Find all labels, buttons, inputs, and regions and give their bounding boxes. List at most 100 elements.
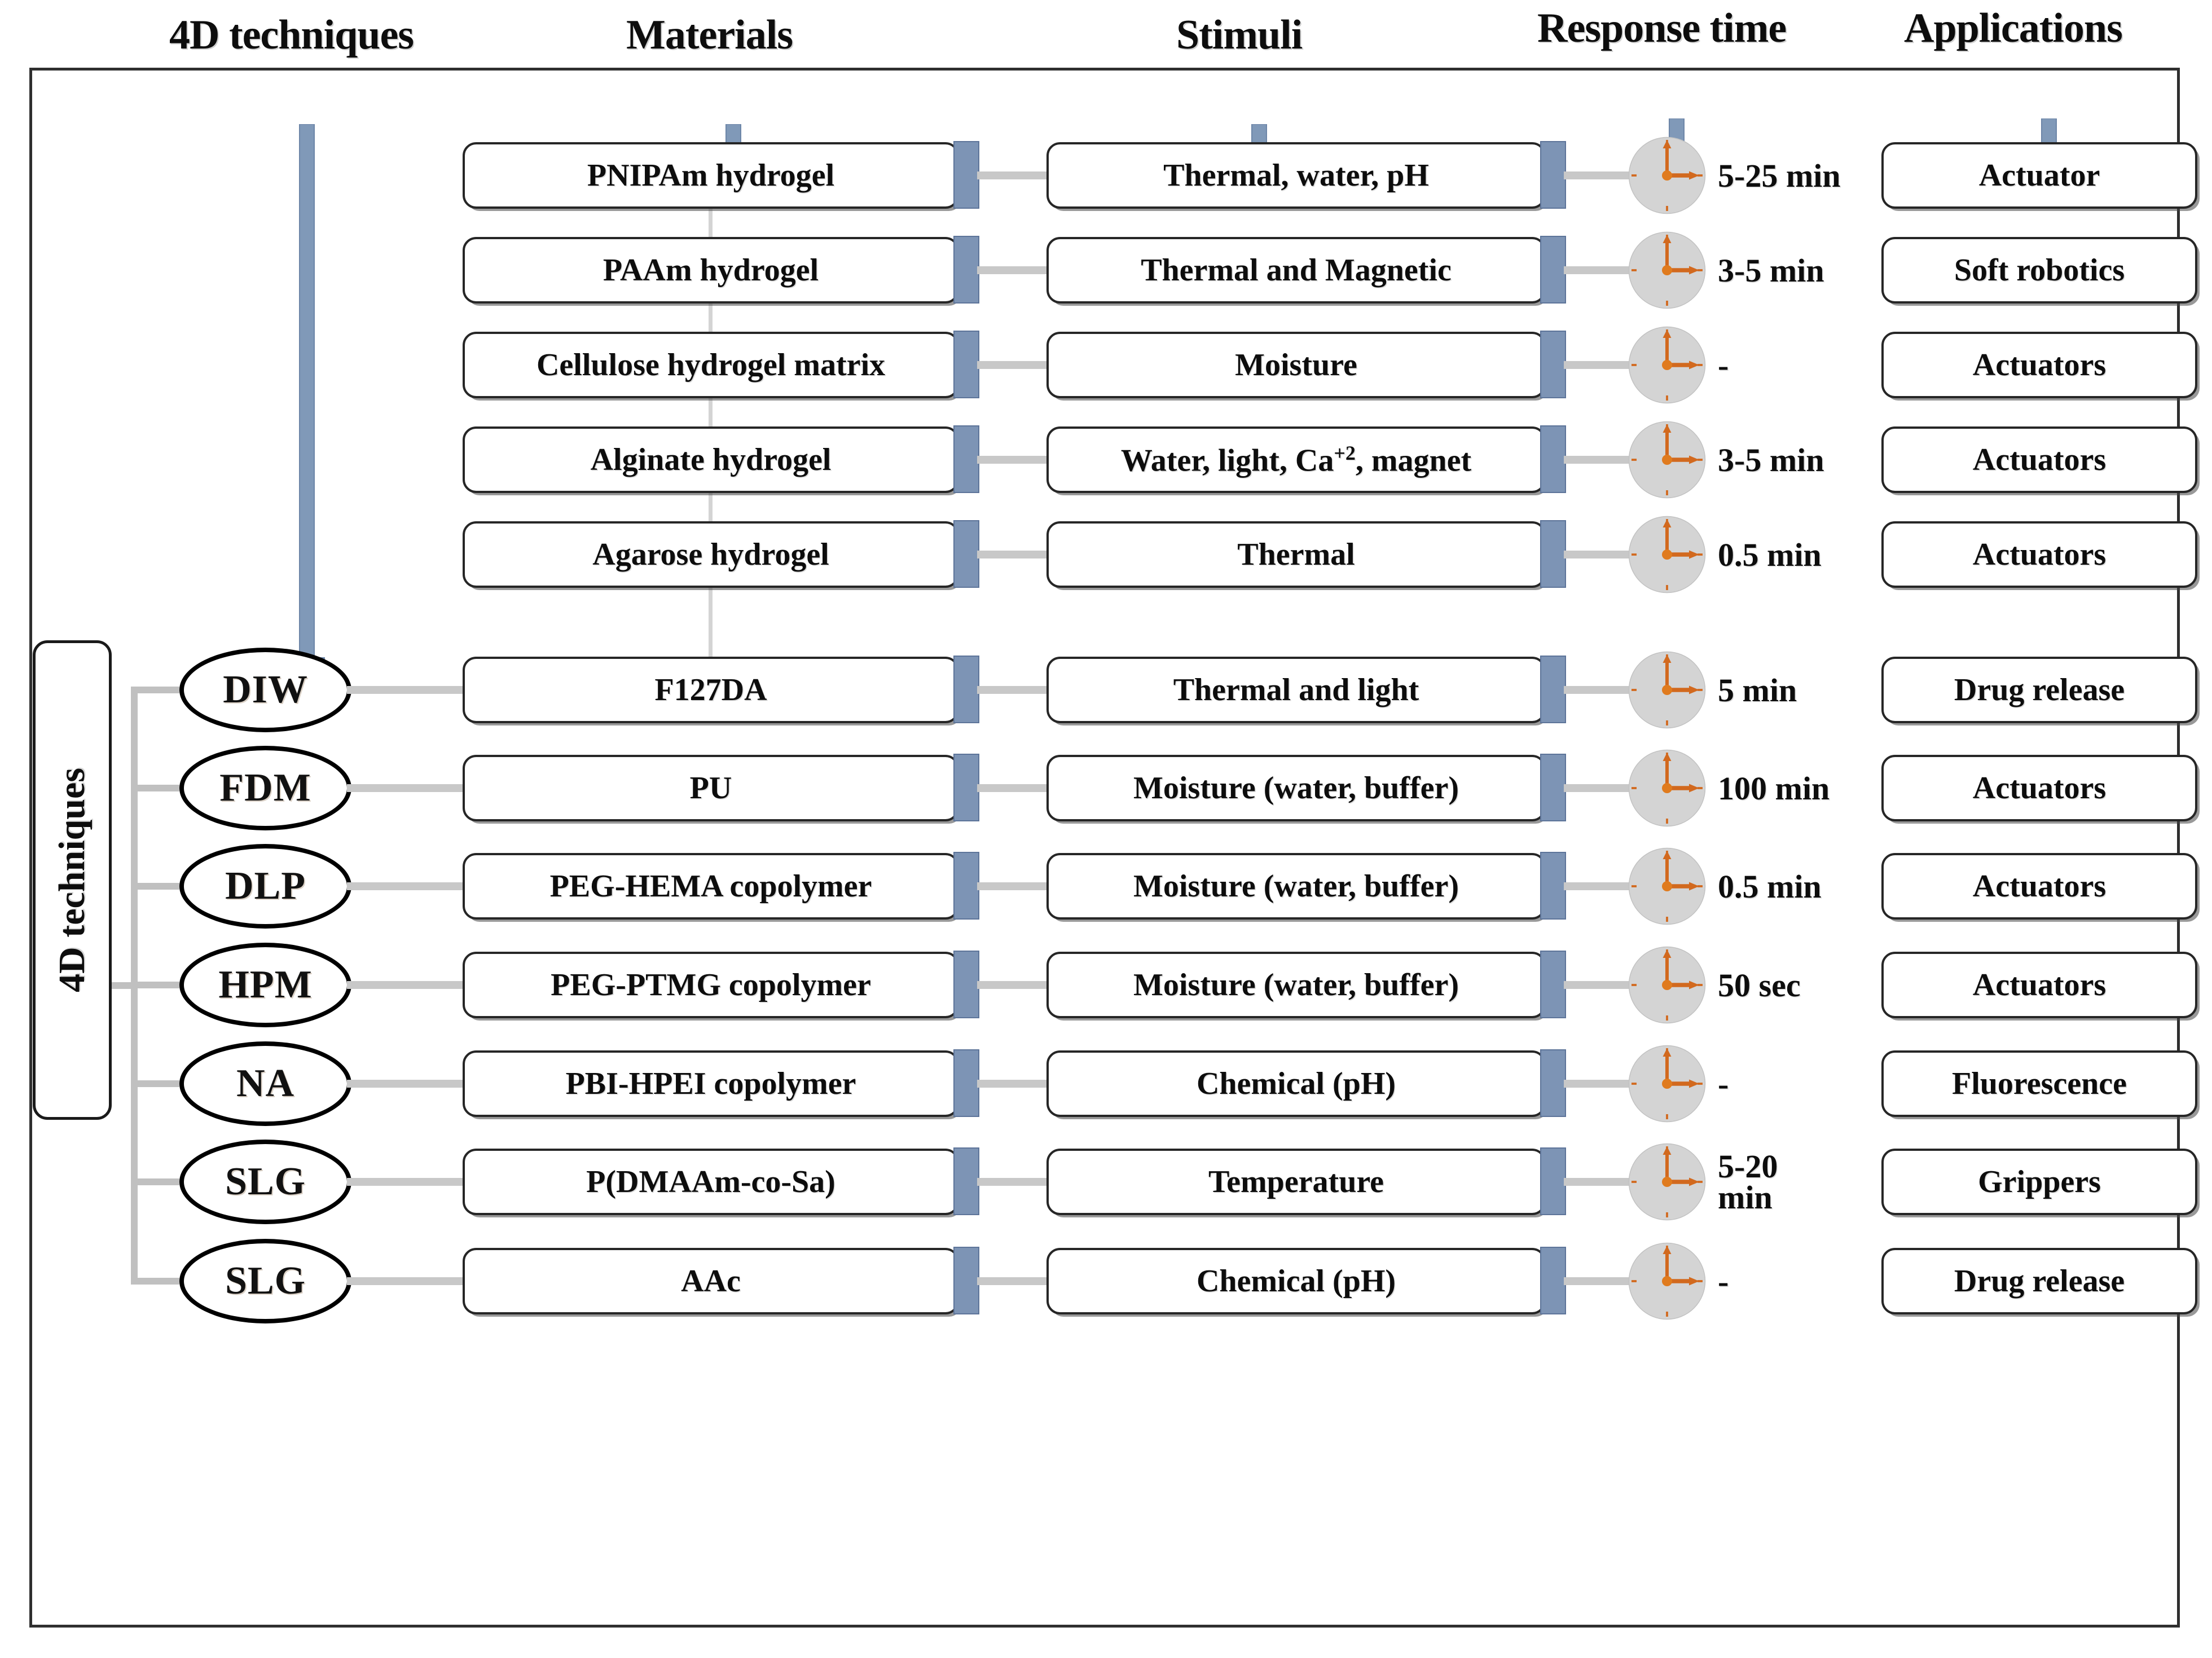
application-box[interactable]: Grippers (1881, 1149, 2197, 1215)
material-box[interactable]: PNIPAm hydrogel (463, 142, 959, 209)
technique-node-na[interactable]: NA (179, 1041, 351, 1126)
material-connector-tab (953, 951, 979, 1018)
material-box[interactable]: Alginate hydrogel (463, 426, 959, 493)
material-box[interactable]: PBI-HPEI copolymer (463, 1050, 959, 1117)
material-box[interactable]: PAAm hydrogel (463, 237, 959, 304)
tree-branch (131, 687, 179, 693)
stimuli-box[interactable]: Moisture (1046, 332, 1546, 398)
response-time-value: 5-20 min (1718, 1148, 1778, 1216)
clock-icon (1628, 847, 1706, 925)
connector-line (977, 361, 1049, 369)
application-box-label: Actuators (1972, 537, 2107, 572)
application-box-label: Grippers (1978, 1164, 2101, 1199)
tree-branch (131, 1278, 179, 1285)
clock-icon (1628, 946, 1706, 1024)
column-header-materials: Materials (626, 12, 793, 58)
column-header-4d-techniques: 4D techniques (169, 12, 414, 58)
stimuli-box-label: Thermal and Magnetic (1141, 253, 1452, 288)
technique-label: HPM (218, 963, 313, 1006)
connector-line (347, 1080, 466, 1088)
clock-icon (1628, 651, 1706, 729)
technique-label: NA (236, 1062, 295, 1105)
technique-label: SLG (225, 1259, 306, 1303)
stimuli-box[interactable]: Temperature (1046, 1149, 1546, 1215)
technique-node-slg[interactable]: SLG (179, 1140, 351, 1224)
technique-node-dlp[interactable]: DLP (179, 844, 351, 929)
stimuli-box[interactable]: Moisture (water, buffer) (1046, 755, 1546, 821)
application-box-label: Actuators (1972, 967, 2107, 1002)
stimuli-box[interactable]: Chemical (pH) (1046, 1050, 1546, 1117)
material-connector-tab (953, 425, 979, 493)
technique-node-diw[interactable]: DIW (179, 648, 351, 732)
response-time-value: 100 min (1718, 769, 1830, 807)
application-box[interactable]: Drug release (1881, 1248, 2197, 1314)
stimuli-box[interactable]: Water, light, Ca+2, magnet (1046, 426, 1546, 493)
clock-icon (1628, 326, 1706, 404)
stimuli-box[interactable]: Thermal (1046, 521, 1546, 588)
application-box[interactable]: Actuators (1881, 426, 2197, 493)
stimuli-connector-tab (1540, 1049, 1566, 1117)
stimuli-box[interactable]: Thermal and light (1046, 657, 1546, 723)
material-box[interactable]: Cellulose hydrogel matrix (463, 332, 959, 398)
stimuli-box-label: Moisture (water, buffer) (1133, 771, 1459, 806)
application-box[interactable]: Actuators (1881, 332, 2197, 398)
material-box[interactable]: PU (463, 755, 959, 821)
connector-line (977, 1080, 1049, 1088)
stimuli-box[interactable]: Chemical (pH) (1046, 1248, 1546, 1314)
application-box[interactable]: Soft robotics (1881, 237, 2197, 304)
stimuli-box[interactable]: Thermal and Magnetic (1046, 237, 1546, 304)
stimuli-box[interactable]: Moisture (water, buffer) (1046, 853, 1546, 920)
material-box-label: PNIPAm hydrogel (587, 158, 835, 193)
tree-branch (131, 1080, 179, 1087)
material-box[interactable]: PEG-HEMA copolymer (463, 853, 959, 920)
technique-node-fdm[interactable]: FDM (179, 746, 351, 830)
stimuli-box-label: Water, light, Ca+2, magnet (1120, 441, 1472, 478)
connector-line (347, 981, 466, 989)
material-box[interactable]: P(DMAAm-co-Sa) (463, 1149, 959, 1215)
application-box[interactable]: Actuators (1881, 853, 2197, 920)
connector-line (977, 981, 1049, 989)
clock-icon (1628, 1242, 1706, 1320)
material-box[interactable]: PEG-PTMG copolymer (463, 952, 959, 1018)
stimuli-box-label: Chemical (pH) (1196, 1066, 1396, 1101)
material-box-label: Agarose hydrogel (592, 537, 829, 572)
technique-label: SLG (225, 1160, 306, 1203)
clock-icon (1628, 421, 1706, 499)
stimuli-box-label: Moisture (1235, 348, 1357, 382)
application-box[interactable]: Actuators (1881, 521, 2197, 588)
connector-line (1564, 1277, 1633, 1285)
material-connector-tab (953, 236, 979, 304)
stimuli-connector-tab (1540, 236, 1566, 304)
tree-branch (131, 785, 179, 791)
material-group-guide (709, 398, 713, 426)
stimuli-connector-tab (1540, 656, 1566, 723)
application-box[interactable]: Actuator (1881, 142, 2197, 209)
response-time-value: 0.5 min (1718, 536, 1822, 573)
application-box-label: Actuators (1972, 442, 2107, 477)
technique-node-slg[interactable]: SLG (179, 1239, 351, 1323)
tree-branch (131, 883, 179, 890)
clock-icon (1628, 1143, 1706, 1221)
material-connector-tab (953, 1247, 979, 1314)
material-box-label: Alginate hydrogel (590, 442, 832, 477)
stimuli-box[interactable]: Moisture (water, buffer) (1046, 952, 1546, 1018)
stimuli-connector-tab (1540, 331, 1566, 398)
material-box-label: PBI-HPEI copolymer (565, 1066, 856, 1101)
application-box[interactable]: Actuators (1881, 952, 2197, 1018)
application-box[interactable]: Fluorescence (1881, 1050, 2197, 1117)
material-box[interactable]: AAc (463, 1248, 959, 1314)
application-box[interactable]: Drug release (1881, 657, 2197, 723)
stimuli-box[interactable]: Thermal, water, pH (1046, 142, 1546, 209)
material-box-label: PAAm hydrogel (603, 253, 819, 288)
application-box-label: Drug release (1954, 672, 2125, 707)
application-box[interactable]: Actuators (1881, 755, 2197, 821)
connector-line (347, 686, 466, 694)
technique-node-hpm[interactable]: HPM (179, 943, 351, 1027)
material-box[interactable]: Agarose hydrogel (463, 521, 959, 588)
material-box[interactable]: F127DA (463, 657, 959, 723)
connector-line (1564, 686, 1633, 694)
response-time-value: 50 sec (1718, 966, 1801, 1004)
stimuli-connector-tab (1540, 141, 1566, 209)
material-group-guide (709, 304, 713, 332)
